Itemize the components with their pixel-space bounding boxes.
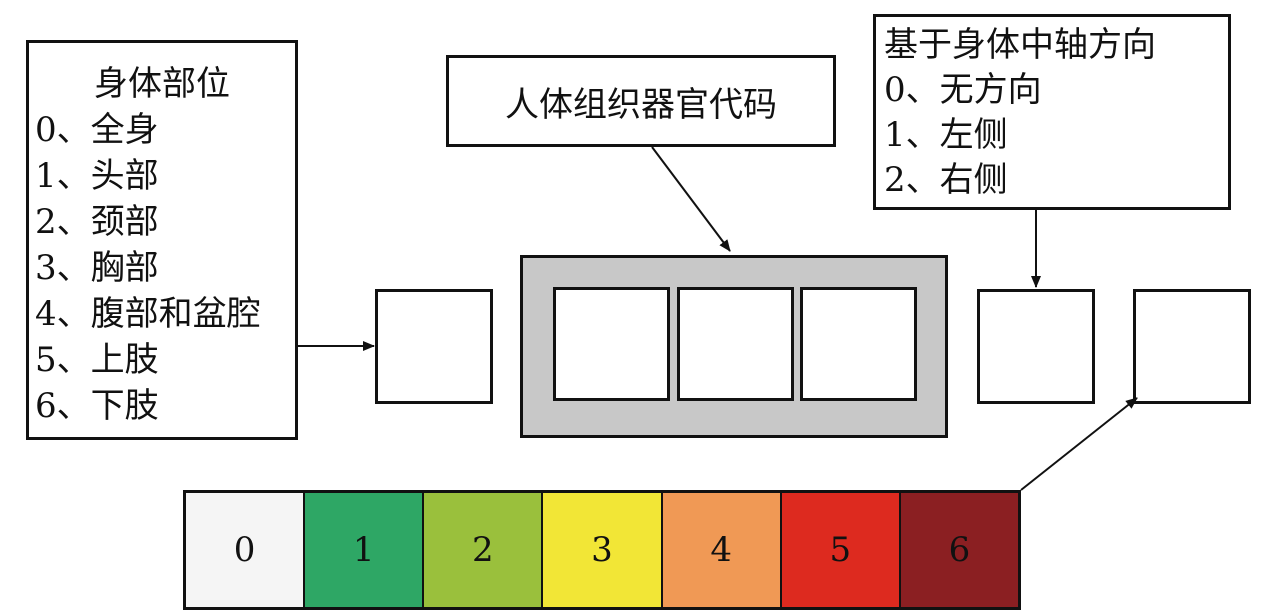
- axis-direction-digit-box: [977, 289, 1095, 404]
- scale-cell-1: 1: [305, 493, 425, 607]
- organ-code-arrow: [651, 146, 731, 252]
- severity-digit-box: [1133, 289, 1251, 404]
- organ-digit-box: [553, 287, 670, 401]
- body-part-legend-title: 身体部位: [94, 64, 230, 104]
- scale-arrow: [1020, 397, 1138, 491]
- axis-direction-legend: 基于身体中轴方向 0、无方向 1、左侧 2、右侧: [873, 14, 1231, 210]
- body-part-digit-box: [375, 289, 493, 404]
- body-part-legend: 身体部位 0、全身 1、头部 2、颈部 3、胸部 4、腹部和盆腔 5、上肢 6、…: [26, 40, 298, 440]
- body-part-item: 3、胸部: [35, 248, 159, 288]
- scale-cell-0: 0: [186, 493, 306, 607]
- scale-cell-6: 6: [900, 493, 1018, 607]
- body-part-item: 4、腹部和盆腔: [35, 294, 261, 334]
- scale-cell-4: 4: [662, 493, 782, 607]
- scale-cell-5: 5: [781, 493, 901, 607]
- body-part-item: 0、全身: [35, 110, 159, 150]
- scale-cell-2: 2: [424, 493, 544, 607]
- body-part-item: 2、颈部: [35, 202, 159, 242]
- body-part-item: 5、上肢: [35, 340, 159, 380]
- axis-direction-item: 0、无方向: [884, 70, 1042, 110]
- organ-digit-box: [800, 287, 917, 401]
- organ-digit-box: [677, 287, 794, 401]
- scale-cell-3: 3: [543, 493, 663, 607]
- body-part-item: 1、头部: [35, 156, 159, 196]
- body-part-item: 6、下肢: [35, 386, 159, 426]
- color-scale: 0 1 2 3 4 5 6: [183, 490, 1021, 610]
- axis-direction-item: 2、右侧: [884, 160, 1008, 200]
- organ-code-legend: 人体组织器官代码: [446, 55, 836, 147]
- axis-direction-item: 1、左侧: [884, 115, 1008, 155]
- axis-direction-legend-title: 基于身体中轴方向: [884, 25, 1156, 65]
- organ-code-legend-title: 人体组织器官代码: [505, 84, 777, 125]
